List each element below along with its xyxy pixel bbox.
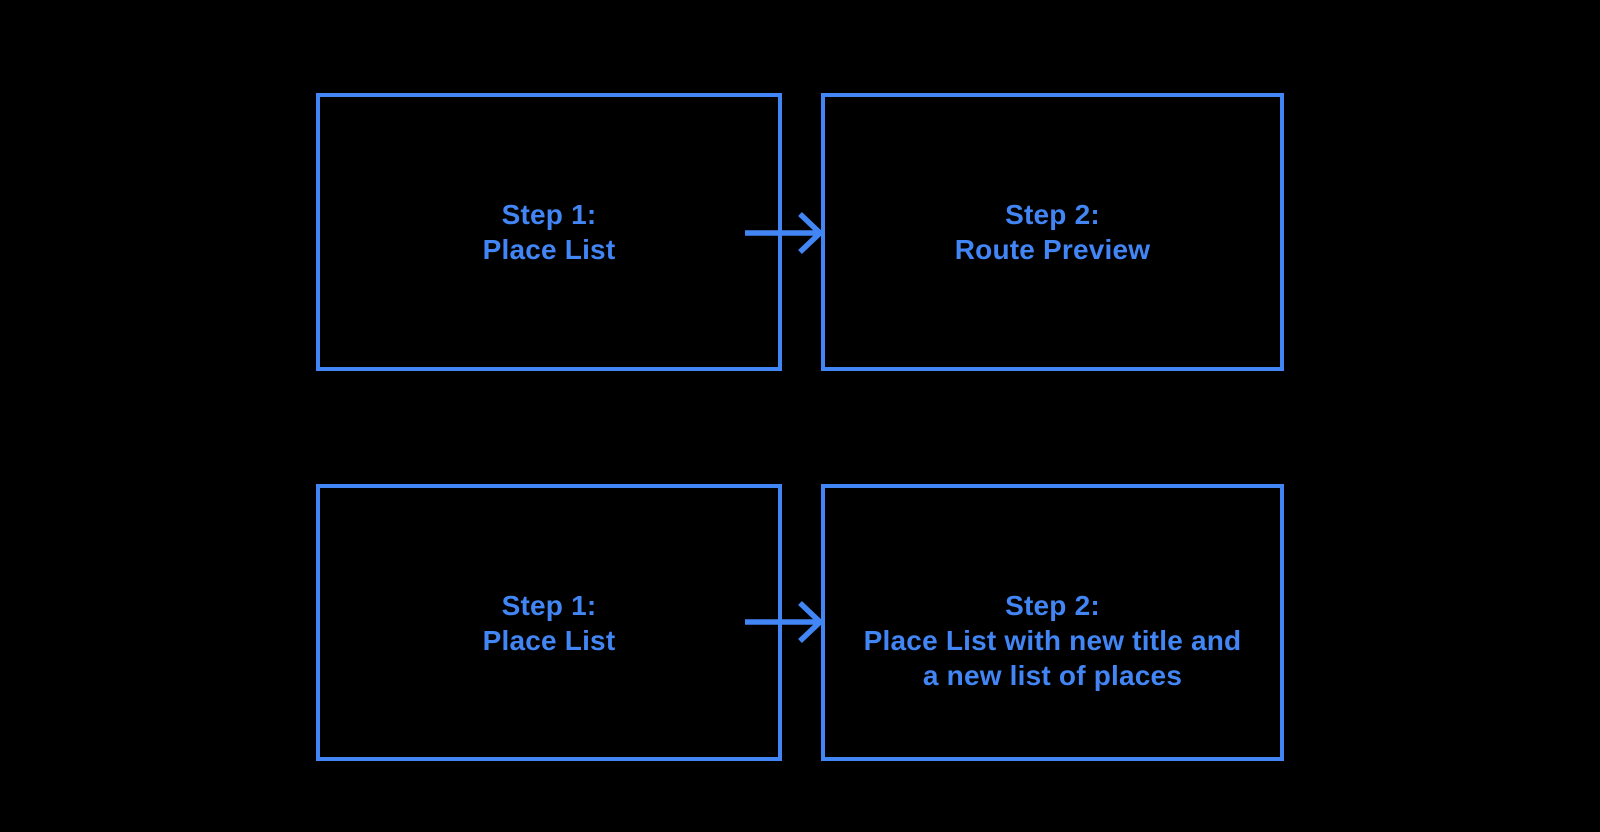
- flow-box-step1-place-list-bottom: Step 1: Place List: [316, 484, 782, 761]
- flow-box-step1-place-list-top: Step 1: Place List: [316, 93, 782, 371]
- arrow-right-icon: [741, 596, 823, 648]
- flow-box-step2-place-list-new-title: Step 2: Place List with new title and a …: [821, 484, 1284, 761]
- flow-box-label: Step 2: Place List with new title and a …: [863, 590, 1242, 691]
- flow-box-label: Step 1: Place List: [482, 589, 616, 656]
- arrow-right-icon: [741, 207, 823, 259]
- flow-box-label: Step 1: Place List: [482, 199, 616, 265]
- flow-box-label: Step 2: Route Preview: [954, 199, 1151, 265]
- flow-box-step2-route-preview: Step 2: Route Preview: [821, 93, 1284, 371]
